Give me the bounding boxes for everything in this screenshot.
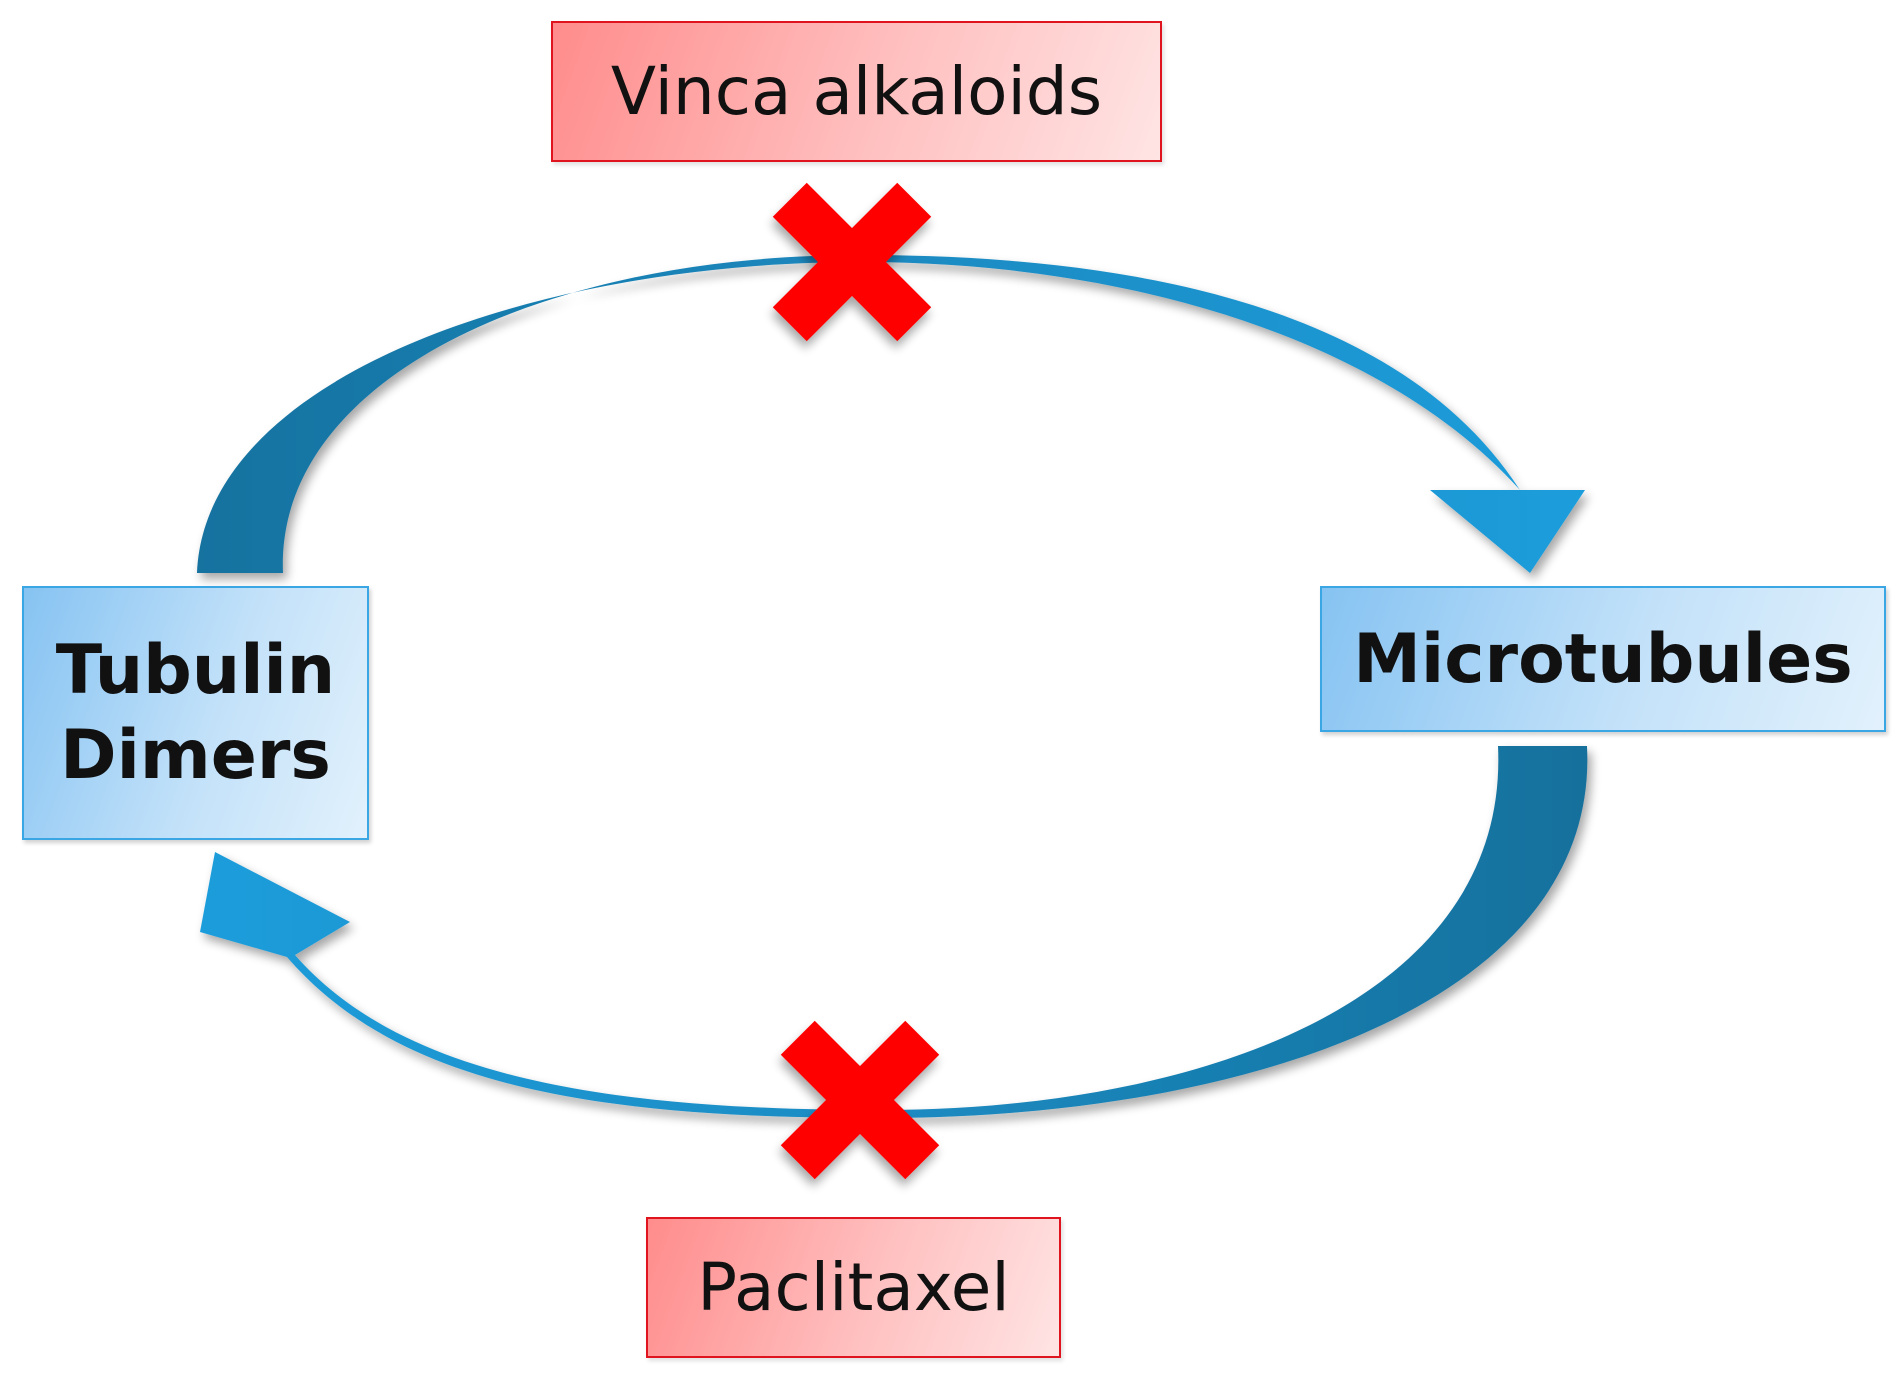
red-cross-icon [772,182,932,342]
red-cross-icon [780,1020,940,1180]
vinca-alkaloids-box: Vinca alkaloids [551,21,1162,162]
paclitaxel-label: Paclitaxel [697,1249,1010,1326]
vinca-alkaloids-label: Vinca alkaloids [610,53,1103,130]
tubulin-label-line2: Dimers [60,716,331,795]
microtubules-box: Microtubules [1320,586,1886,732]
tubulin-label-line1: Tubulin [55,631,336,710]
microtubules-label: Microtubules [1353,619,1853,699]
tubulin-dimers-box: Tubulin Dimers [22,586,369,840]
paclitaxel-box: Paclitaxel [646,1217,1061,1358]
